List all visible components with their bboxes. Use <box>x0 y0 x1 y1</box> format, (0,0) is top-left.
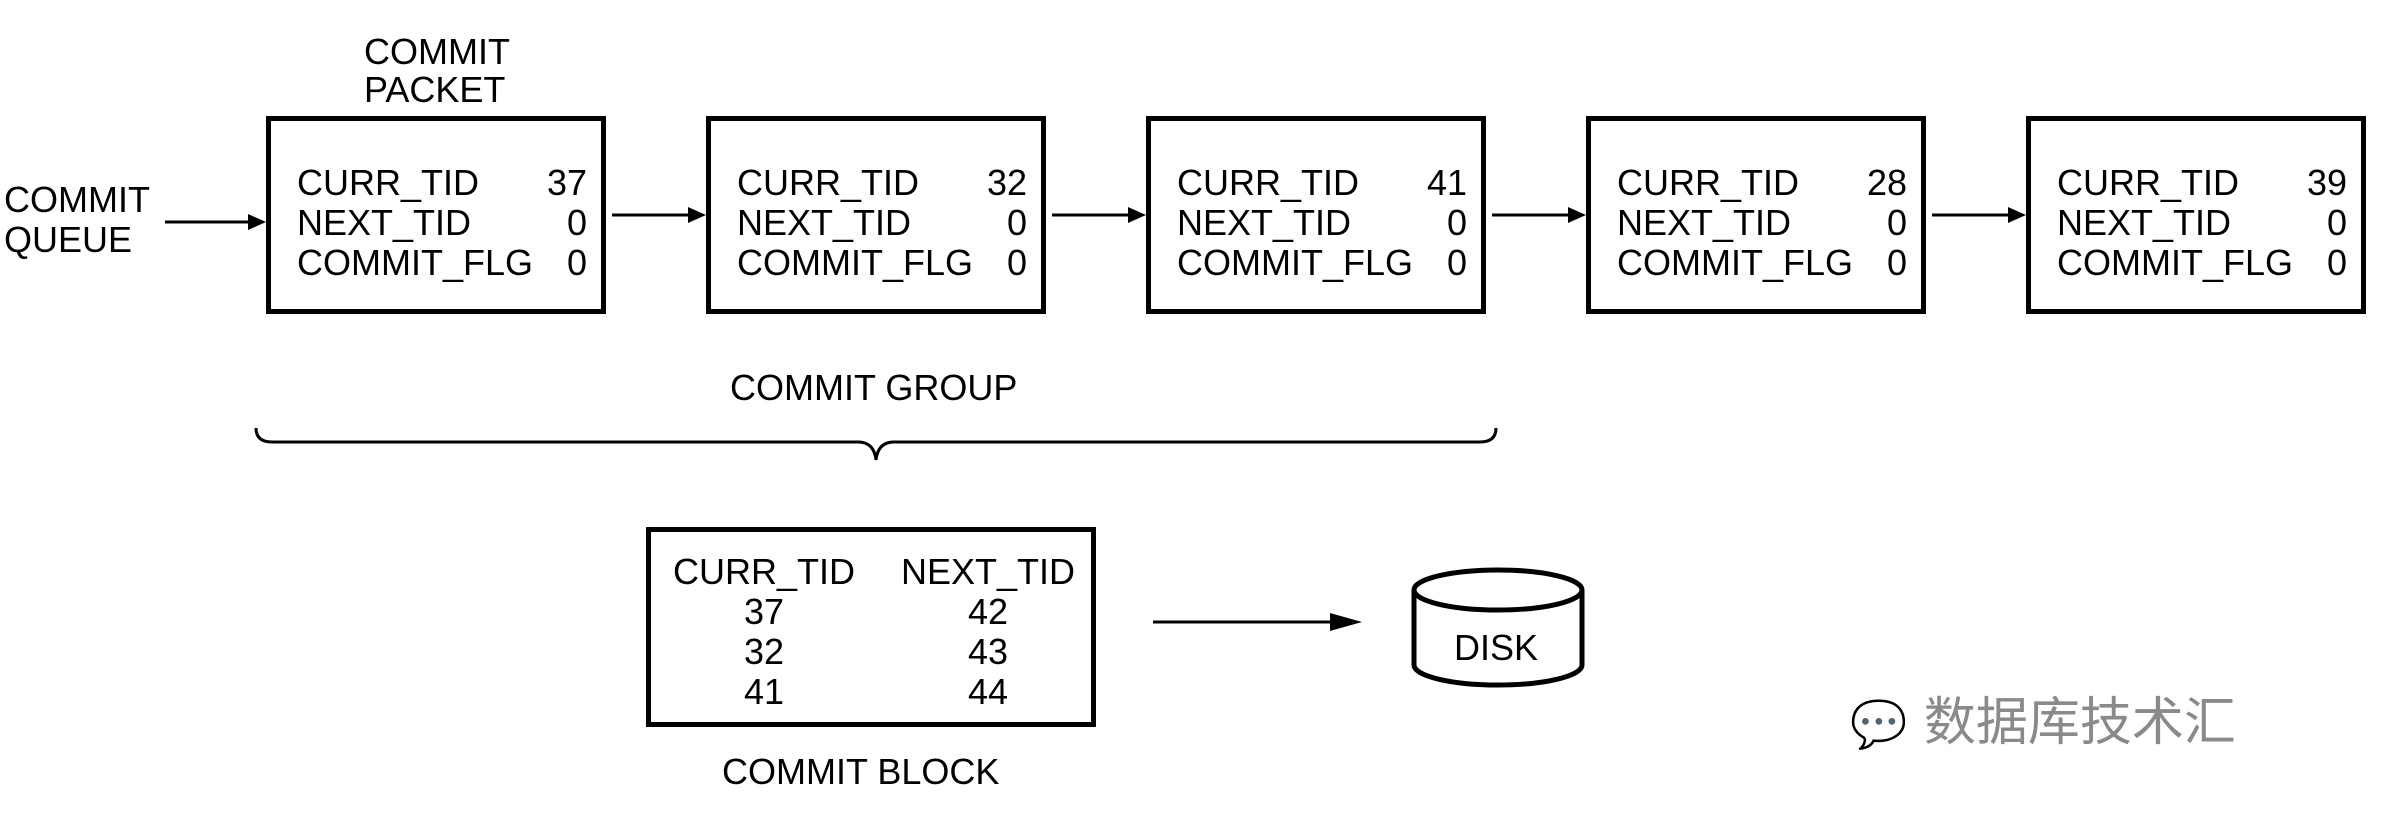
field-curr-tid: CURR_TID <box>737 162 920 203</box>
next-tid-value: 0 <box>1006 202 1027 243</box>
curr-tid-value: 37 <box>546 162 587 203</box>
block-cell: 37 <box>743 591 785 632</box>
block-cell: 32 <box>743 631 785 672</box>
block-cell: 41 <box>743 671 785 712</box>
commit-flg-value: 0 <box>2326 242 2347 283</box>
field-commit-flg: COMMIT_FLG <box>1617 242 1854 283</box>
disk-label: DISK <box>1454 627 1539 668</box>
commit-packet-label-line1: COMMIT <box>364 31 510 72</box>
field-commit-flg: COMMIT_FLG <box>1177 242 1414 283</box>
commit-flg-value: 0 <box>1446 242 1467 283</box>
field-curr-tid: CURR_TID <box>1617 162 1800 203</box>
block-cell: 42 <box>967 591 1009 632</box>
field-next-tid: NEXT_TID <box>297 202 472 243</box>
commit-flg-value: 0 <box>1006 242 1027 283</box>
block-cell: 44 <box>967 671 1009 712</box>
commit-block-label: COMMIT BLOCK <box>722 751 1000 792</box>
field-commit-flg: COMMIT_FLG <box>2057 242 2294 283</box>
block-header-next-tid: NEXT_TID <box>900 551 1076 592</box>
curr-tid-value: 28 <box>1866 162 1907 203</box>
block-cell: 43 <box>967 631 1009 672</box>
next-tid-value: 0 <box>1886 202 1907 243</box>
field-commit-flg: COMMIT_FLG <box>297 242 534 283</box>
commit-flg-value: 0 <box>566 242 587 283</box>
block-header-curr-tid: CURR_TID <box>672 551 855 592</box>
disk-cylinder <box>1411 567 1585 688</box>
wechat-icon: 💬 <box>1850 697 1908 751</box>
next-tid-value: 0 <box>566 202 587 243</box>
commit-packet-label-line2: PACKET <box>364 69 506 110</box>
commit-packet: CURR_TID 39 NEXT_TID 0 COMMIT_FLG 0 <box>2026 116 2366 314</box>
field-next-tid: NEXT_TID <box>1177 202 1352 243</box>
watermark-text: 数据库技术汇 <box>1923 693 2236 753</box>
commit-packet: CURR_TID 28 NEXT_TID 0 COMMIT_FLG 0 <box>1586 116 1926 314</box>
commit-flg-value: 0 <box>1886 242 1907 283</box>
field-next-tid: NEXT_TID <box>1617 202 1792 243</box>
commit-block: CURR_TID NEXT_TID 37 42 32 43 41 44 <box>646 527 1096 727</box>
group-brace <box>254 427 1498 461</box>
commit-queue-label-line1: COMMIT <box>4 179 150 220</box>
field-next-tid: NEXT_TID <box>737 202 912 243</box>
field-commit-flg: COMMIT_FLG <box>737 242 974 283</box>
watermark: 💬 数据库技术汇 <box>1850 680 2236 755</box>
commit-packet: CURR_TID 37 NEXT_TID 0 COMMIT_FLG 0 <box>266 116 606 314</box>
commit-group-label: COMMIT GROUP <box>730 367 1018 408</box>
next-tid-value: 0 <box>1446 202 1467 243</box>
field-curr-tid: CURR_TID <box>1177 162 1360 203</box>
commit-packet: CURR_TID 32 NEXT_TID 0 COMMIT_FLG 0 <box>706 116 1046 314</box>
field-curr-tid: CURR_TID <box>2057 162 2240 203</box>
curr-tid-value: 32 <box>986 162 1027 203</box>
field-curr-tid: CURR_TID <box>297 162 480 203</box>
next-tid-value: 0 <box>2326 202 2347 243</box>
commit-queue-label-line2: QUEUE <box>4 219 133 260</box>
curr-tid-value: 41 <box>1426 162 1467 203</box>
curr-tid-value: 39 <box>2306 162 2347 203</box>
field-next-tid: NEXT_TID <box>2057 202 2232 243</box>
commit-packet: CURR_TID 41 NEXT_TID 0 COMMIT_FLG 0 <box>1146 116 1486 314</box>
